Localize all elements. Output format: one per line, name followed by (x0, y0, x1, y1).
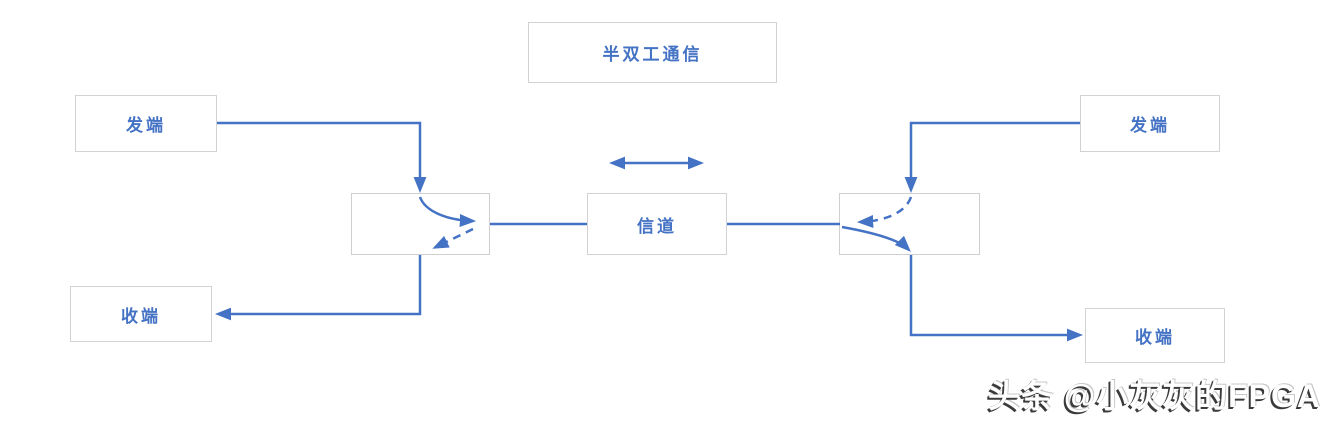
node-transmitter-right: 发端 (1080, 95, 1220, 152)
node-receiver-right: 收端 (1085, 308, 1225, 363)
channel-label: 信道 (637, 216, 677, 236)
title-label: 半双工通信 (602, 45, 703, 64)
receiver-left-label: 收端 (121, 306, 161, 326)
node-channel: 信道 (587, 193, 727, 255)
watermark: 头条 @小灰灰的FPGA (988, 371, 1321, 417)
arrow-tx-left-to-switch (217, 121, 427, 194)
switch-box-right (839, 193, 980, 255)
receiver-right-label: 收端 (1135, 328, 1175, 347)
transmitter-left-label: 发端 (126, 116, 166, 135)
switch-box-left (351, 193, 490, 255)
arrow-switch-right-to-rx-right (909, 255, 1084, 342)
arrow-switch-left-to-rx-left (214, 255, 422, 321)
node-receiver-left: 收端 (70, 286, 212, 342)
node-transmitter-left: 发端 (75, 95, 217, 152)
watermark-text: 头条 @小灰灰的FPGA (988, 378, 1321, 414)
arrow-tx-right-to-switch (904, 121, 1080, 194)
node-title: 半双工通信 (528, 22, 777, 83)
transmitter-right-label: 发端 (1130, 116, 1170, 135)
